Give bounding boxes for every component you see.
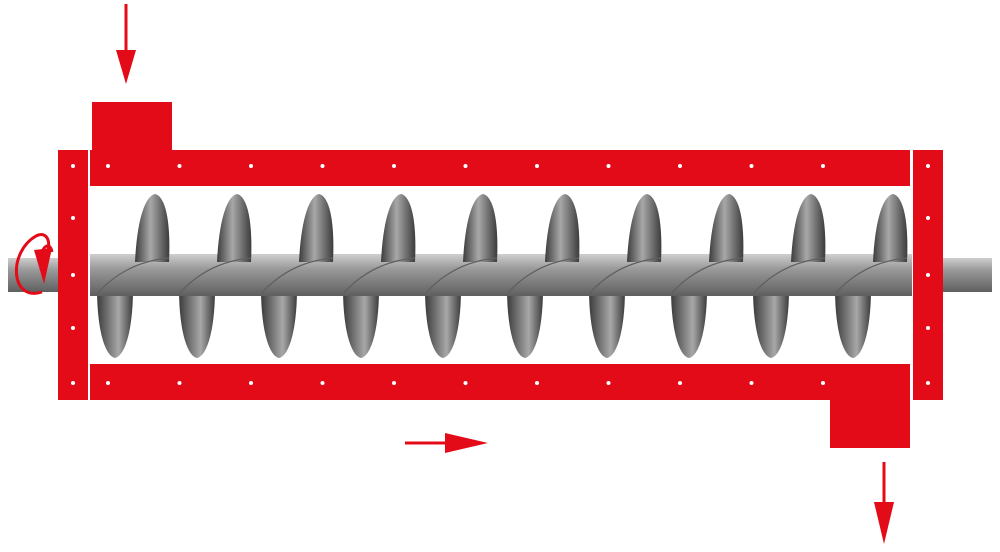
flight-seam [752,257,826,295]
screw-flight-lower [343,288,379,358]
bolt [463,381,468,385]
housing-bottom-wall [90,364,910,400]
bolt [926,164,930,168]
screw-flight-upper [299,194,334,262]
housing-bolts [71,164,930,385]
bolt [749,164,754,168]
bolt [249,381,253,385]
screw-flight-lower [97,288,133,358]
screw-flight-upper [463,194,498,262]
bolt [71,216,75,220]
bolt [177,164,182,168]
bolt [392,164,396,168]
bolt [821,381,825,385]
bolt [71,164,75,168]
flight-seam [506,257,580,295]
bolt [926,273,930,277]
screw-flights-lower [97,288,871,358]
flight-seam [260,257,334,295]
arrow-down-icon [116,4,136,84]
screw-flight-upper [873,194,908,262]
screw-flight-lower [261,288,297,358]
flight-seam [834,257,908,295]
bolt [926,216,930,220]
screw-flight-upper [135,194,170,262]
screw-flight-lower [835,288,871,358]
bolt [249,164,253,168]
flight-seam [178,257,252,295]
bolt [320,164,325,168]
screw-flights-upper [96,194,908,295]
screw-flight-upper [627,194,662,262]
inlet-chute [92,102,172,168]
bolt [320,381,325,385]
bolt [678,164,682,168]
bolt [606,164,611,168]
bolt [678,381,682,385]
screw-flight-upper [217,194,252,262]
screw-flight-lower [179,288,215,358]
screw-flight-upper [791,194,826,262]
outlet-chute [830,385,910,448]
flight-seam [342,257,416,295]
screw-flight-lower [589,288,625,358]
bolt [535,381,539,385]
bolt [106,381,110,385]
bolt [71,273,75,277]
bolt [926,326,930,330]
screw-flight-upper [381,194,416,262]
flight-seam [588,257,662,295]
housing-top-wall [90,150,910,186]
bolt [177,381,182,385]
bolt [926,381,930,385]
screw-flight-upper [545,194,580,262]
screw-flight-lower [753,288,789,358]
bolt [392,381,396,385]
bolt [606,381,611,385]
bolt [106,164,110,168]
flight-seam [670,257,744,295]
bolt [821,164,825,168]
bolt [71,326,75,330]
shaft-stub-right [935,258,992,292]
conveyor-housing [58,102,943,448]
flight-seam [96,257,170,295]
arrow-right-icon [405,433,488,453]
screw-shaft [90,254,912,296]
screw-flight-upper [709,194,744,262]
bolt [71,381,75,385]
bolt [749,381,754,385]
bolt [463,164,468,168]
screw-flight-lower [507,288,543,358]
screw-flight-lower [671,288,707,358]
rotation-arrow-icon [14,233,54,295]
bolt [535,164,539,168]
flight-seam [424,257,498,295]
screw-flight-lower [425,288,461,358]
arrow-down-icon [874,462,894,544]
